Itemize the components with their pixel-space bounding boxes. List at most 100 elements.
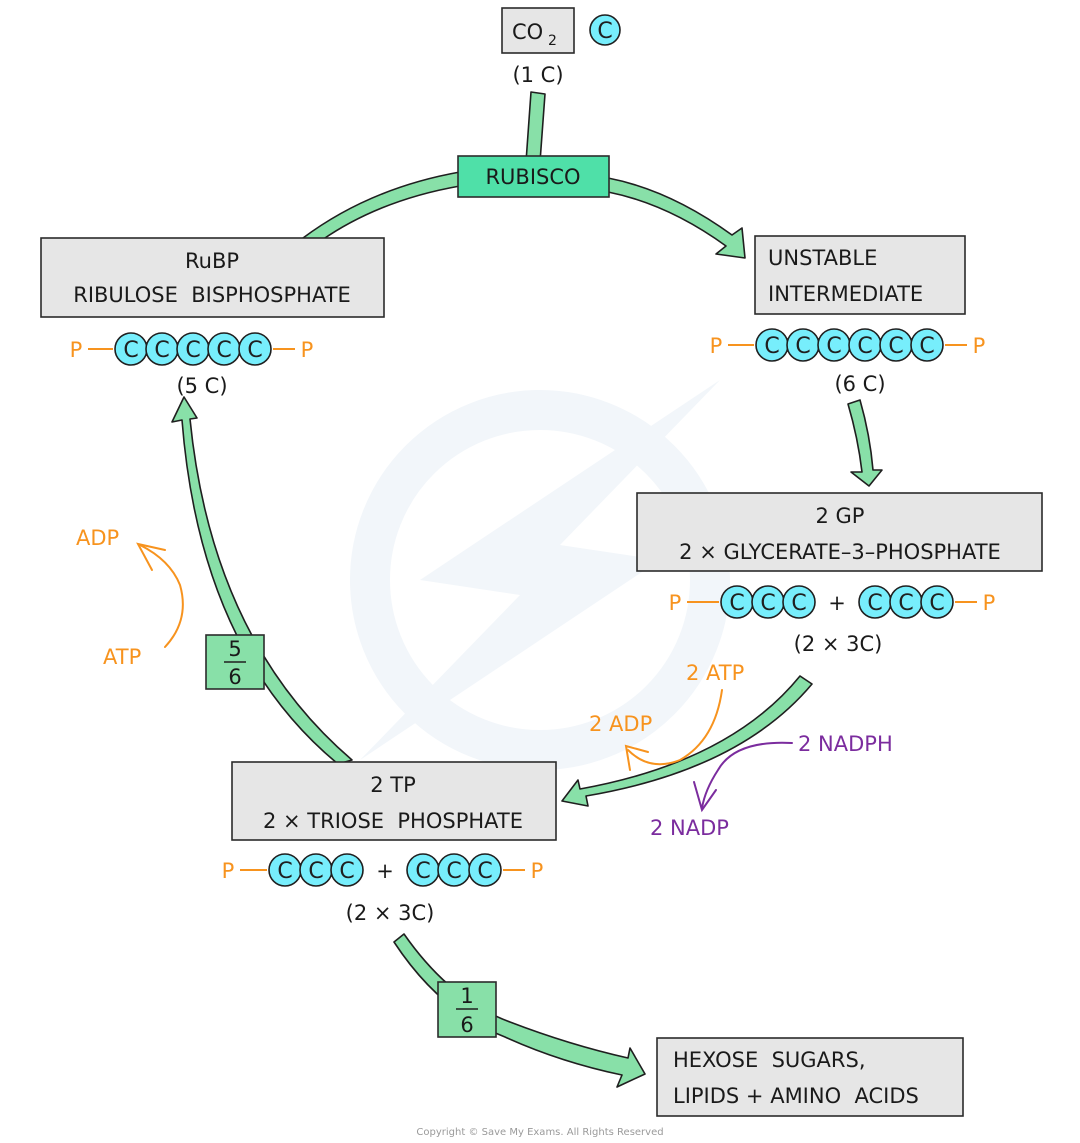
regeneration-cofactors: ADP ATP 5 6 (76, 526, 265, 690)
tp-carbon-symbol: C (415, 859, 430, 884)
rubp-carbon-symbol: C (247, 338, 262, 363)
unstable-carbon-symbol: C (795, 334, 810, 359)
tp-carbon-symbol: C (277, 859, 292, 884)
tp-box (231, 761, 557, 841)
tp-carbon-atom (468, 853, 502, 887)
output-line2: LIPIDS + AMINO ACIDS (673, 1084, 919, 1108)
unstable-carbon-symbol: C (888, 334, 903, 359)
atp-to-adp-curve (627, 689, 723, 766)
gp-phosphate-left: P (669, 591, 682, 615)
reduction-adp-label: 2 ADP (589, 712, 652, 736)
rubp-carbon-symbol: C (185, 338, 200, 363)
rubp-phosphate-left: P (70, 338, 83, 362)
gp-carbon-symbol: C (729, 591, 744, 616)
rubisco-box (457, 155, 610, 198)
fraction-one-sixth-numerator: 1 (460, 984, 473, 1008)
gp-carbon-symbol: C (898, 591, 913, 616)
unstable-box (754, 235, 966, 315)
gp-plus-sign: + (828, 591, 846, 615)
tp-to-output-arrow (393, 933, 646, 1088)
tp-carbon-symbol: C (477, 859, 492, 884)
fraction-five-sixths-numerator: 5 (228, 637, 241, 661)
unstable-to-gp-arrow (847, 399, 883, 487)
unstable-carbon-symbol: C (857, 334, 872, 359)
co2-input-arrow (525, 91, 546, 163)
rubp-to-rubisco-arc (302, 171, 461, 241)
rubp-carbon-symbol: C (216, 338, 231, 363)
unstable-line1: UNSTABLE (768, 246, 877, 270)
tp-carbon-symbol: C (339, 859, 354, 884)
unstable-carbon-atom (910, 328, 944, 362)
rubisco-label: RUBISCO (485, 165, 580, 189)
unstable-carbon-symbol: C (764, 334, 779, 359)
rubp-box (40, 237, 385, 318)
tp-carbon-count: (2 × 3C) (346, 901, 435, 925)
reduction-cofactors: 2 ATP 2 ADP 2 NADPH 2 NADP (589, 661, 893, 840)
regeneration-adp-arrowhead (136, 542, 166, 571)
watermark-logo (350, 380, 730, 770)
co2-carbon-count: (1 C) (512, 63, 563, 87)
output-node: 1 6 HEXOSE SUGARS, LIPIDS + AMINO ACIDS (437, 981, 964, 1117)
gp-carbon-symbol: C (791, 591, 806, 616)
co2-subscript: 2 (548, 33, 557, 49)
unstable-carbon-count: (6 C) (834, 372, 885, 396)
tp-plus-sign: + (376, 859, 394, 883)
rubp-carbon-count: (5 C) (176, 374, 227, 398)
unstable-phosphate-left: P (710, 334, 723, 358)
fraction-five-sixths-denominator: 6 (228, 665, 241, 689)
reduction-atp-label: 2 ATP (686, 661, 744, 685)
output-products-box (656, 1037, 964, 1117)
regeneration-atp-adp-curve (139, 544, 184, 648)
gp-carbon-atom (782, 585, 816, 619)
rubp-carbon-symbol: C (123, 338, 138, 363)
gp-carbon-symbol: C (929, 591, 944, 616)
fraction-one-sixth-denominator: 6 (460, 1013, 473, 1037)
nadp-arrowhead (693, 781, 717, 813)
unstable-line2: INTERMEDIATE (768, 282, 923, 306)
unstable-phosphate-right: P (973, 334, 986, 358)
nadph-label: 2 NADPH (798, 732, 893, 756)
gp-carbon-symbol: C (760, 591, 775, 616)
tp-abbrev: 2 TP (370, 773, 416, 797)
tp-fullname: 2 × TRIOSE PHOSPHATE (263, 809, 523, 833)
rubp-abbrev: RuBP (185, 249, 239, 273)
regeneration-atp-label: ATP (103, 645, 141, 669)
copyright-notice: Copyright © Save My Exams. All Rights Re… (416, 1127, 663, 1138)
regeneration-adp-label: ADP (76, 526, 119, 550)
tp-carbon-symbol: C (446, 859, 461, 884)
co2-box (501, 7, 575, 54)
gp-carbon-count: (2 × 3C) (794, 632, 883, 656)
gp-box (636, 492, 1043, 572)
gp-carbon-atom (920, 585, 954, 619)
tp-carbon-atom (330, 853, 364, 887)
co2-carbon-symbol: C (597, 19, 612, 44)
output-line1: HEXOSE SUGARS, (673, 1048, 866, 1072)
rubisco-to-unstable-arrow (607, 177, 746, 259)
unstable-carbon-symbol: C (826, 334, 841, 359)
adp-arrowhead (624, 744, 649, 771)
co2-carbon-atom (589, 14, 621, 46)
unstable-carbon-symbol: C (919, 334, 934, 359)
gp-abbrev: 2 GP (816, 504, 865, 528)
gp-phosphate-right: P (983, 591, 996, 615)
co2-label: CO (512, 20, 543, 44)
gp-to-tp-arrow (561, 675, 813, 807)
nadph-to-nadp-curve (701, 741, 793, 809)
rubp-phosphate-right: P (301, 338, 314, 362)
nadp-label: 2 NADP (650, 816, 729, 840)
tp-to-rubp-arc (171, 396, 353, 765)
tp-phosphate-right: P (531, 859, 544, 883)
rubp-carbon-atom (238, 332, 272, 366)
tp-carbon-symbol: C (308, 859, 323, 884)
tp-phosphate-left: P (222, 859, 235, 883)
gp-carbon-symbol: C (867, 591, 882, 616)
